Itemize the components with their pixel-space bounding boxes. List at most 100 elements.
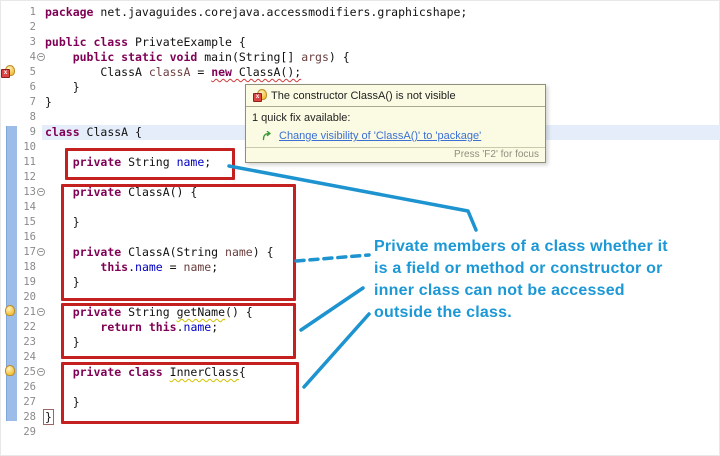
fold-collapse-icon[interactable] [37,188,45,196]
code-text: return this.name; [100,320,219,334]
code-text: } [43,409,54,425]
code-lines: 1 package net.javaguides.corejava.accessm… [0,5,467,440]
code-text: private String getName() { [72,305,253,319]
line-number: 23 [23,336,36,348]
code-line[interactable]: 20 [0,290,467,305]
fold-cell [36,245,45,260]
fold-collapse-icon[interactable] [37,248,45,256]
line-number: 1 [29,6,36,18]
line-number: 11 [23,156,36,168]
fold-cell [36,185,45,200]
fold-collapse-icon[interactable] [37,308,45,316]
quickfix-count: 1 quick fix available: [252,112,351,124]
code-text: private ClassA() { [72,185,198,199]
code-line[interactable]: 15 } [0,215,467,230]
code-text: this.name = name; [100,260,219,274]
code-line[interactable]: 29 [0,425,467,440]
note-line: Private members of a class whether it [374,238,668,255]
code-text: private class InnerClass{ [72,365,246,379]
line-number: 27 [23,396,36,408]
line-number: 17 [23,246,36,258]
code-line[interactable]: 21 private String getName() { [0,305,467,320]
fold-collapse-icon[interactable] [37,368,45,376]
code-line[interactable]: 16 [0,230,467,245]
code-line[interactable]: 7} [0,95,467,110]
code-line[interactable]: 18 this.name = name; [0,260,467,275]
line-number: 15 [23,216,36,228]
quickfix-link[interactable]: Change visibility of 'ClassA()' to 'pack… [279,130,482,142]
line-number: 19 [23,276,36,288]
error-quickfix-icon: x [253,89,267,102]
line-number: 10 [23,141,36,153]
code-line[interactable]: 5 ClassA classA = new ClassA(); [0,65,467,80]
quickfix-tooltip: x The constructor ClassA() is not visibl… [245,84,546,163]
code-line[interactable]: 10 [0,140,467,155]
code-line[interactable]: 25 private class InnerClass{ [0,365,467,380]
line-number: 8 [29,111,36,123]
line-number: 4 [29,51,36,63]
code-line[interactable]: 4 public static void main(String[] args)… [0,50,467,65]
code-text: } [45,95,52,109]
annotation-box-method [61,303,296,359]
fold-collapse-icon[interactable] [37,53,45,61]
error-marker-icon[interactable]: x [1,65,15,78]
line-number: 7 [29,96,36,108]
code-line[interactable]: 17 private ClassA(String name) { [0,245,467,260]
line-number: 22 [23,321,36,333]
tooltip-footer-hint: Press 'F2' for focus [246,147,545,162]
line-number: 18 [23,261,36,273]
code-line[interactable]: 8 [0,110,467,125]
code-line[interactable]: 11 private String name; [0,155,467,170]
line-number: 3 [29,36,36,48]
code-text: package net.javaguides.corejava.accessmo… [45,5,468,19]
code-line[interactable]: 1 package net.javaguides.corejava.accessm… [0,5,468,20]
code-text: } [45,335,80,349]
code-line[interactable]: 19 } [0,275,467,290]
code-line[interactable]: 12 [0,170,467,185]
note-line: is a field or method or constructor or [374,260,663,277]
annotation-note: Private members of a class whether it is… [374,236,714,324]
code-text: public static void main(String[] args) { [72,50,350,64]
fold-cell [36,365,45,380]
code-text: } [45,215,80,229]
code-line[interactable]: 28} [0,409,467,425]
code-line[interactable]: 27 } [0,395,467,410]
code-line[interactable]: 6 } [0,80,467,95]
code-line[interactable]: 23 } [0,335,467,350]
annotation-box-field [65,148,235,180]
line-number: 24 [23,351,36,363]
tooltip-title: The constructor ClassA() is not visible [271,89,456,102]
line-number: 25 [23,366,36,378]
code-line[interactable]: 14 [0,200,467,215]
code-text: private String name; [72,155,212,169]
code-line[interactable]: 22 return this.name; [0,320,467,335]
code-text: ClassA classA = new ClassA(); [45,65,302,79]
warning-lightbulb-icon[interactable] [1,305,15,318]
line-number: 13 [23,186,36,198]
code-line[interactable]: 26 [0,380,467,395]
quickfix-proposal-row[interactable]: Change visibility of 'ClassA()' to 'pack… [246,126,545,147]
tooltip-header: x The constructor ClassA() is not visibl… [246,85,545,107]
quickfix-arrow-icon [262,131,271,141]
line-number: 28 [23,411,36,423]
scope-range-indicator [6,126,17,421]
line-number: 20 [23,291,36,303]
fold-cell [36,50,45,65]
code-text: } [45,80,80,94]
code-text: } [45,395,80,409]
line-number: 26 [23,381,36,393]
annotation-box-constructors [61,184,296,301]
code-line[interactable]: 2 [0,20,467,35]
code-line[interactable]: 24 [0,350,467,365]
line-number: 12 [23,171,36,183]
warning-lightbulb-icon[interactable] [1,365,15,378]
code-line[interactable]: 13 private ClassA() { [0,185,467,200]
annotation-box-inner-class [61,362,299,424]
note-line: outside the class. [374,304,512,321]
line-number: 16 [23,231,36,243]
line-number: 9 [29,126,36,138]
code-text: private ClassA(String name) { [72,245,274,259]
